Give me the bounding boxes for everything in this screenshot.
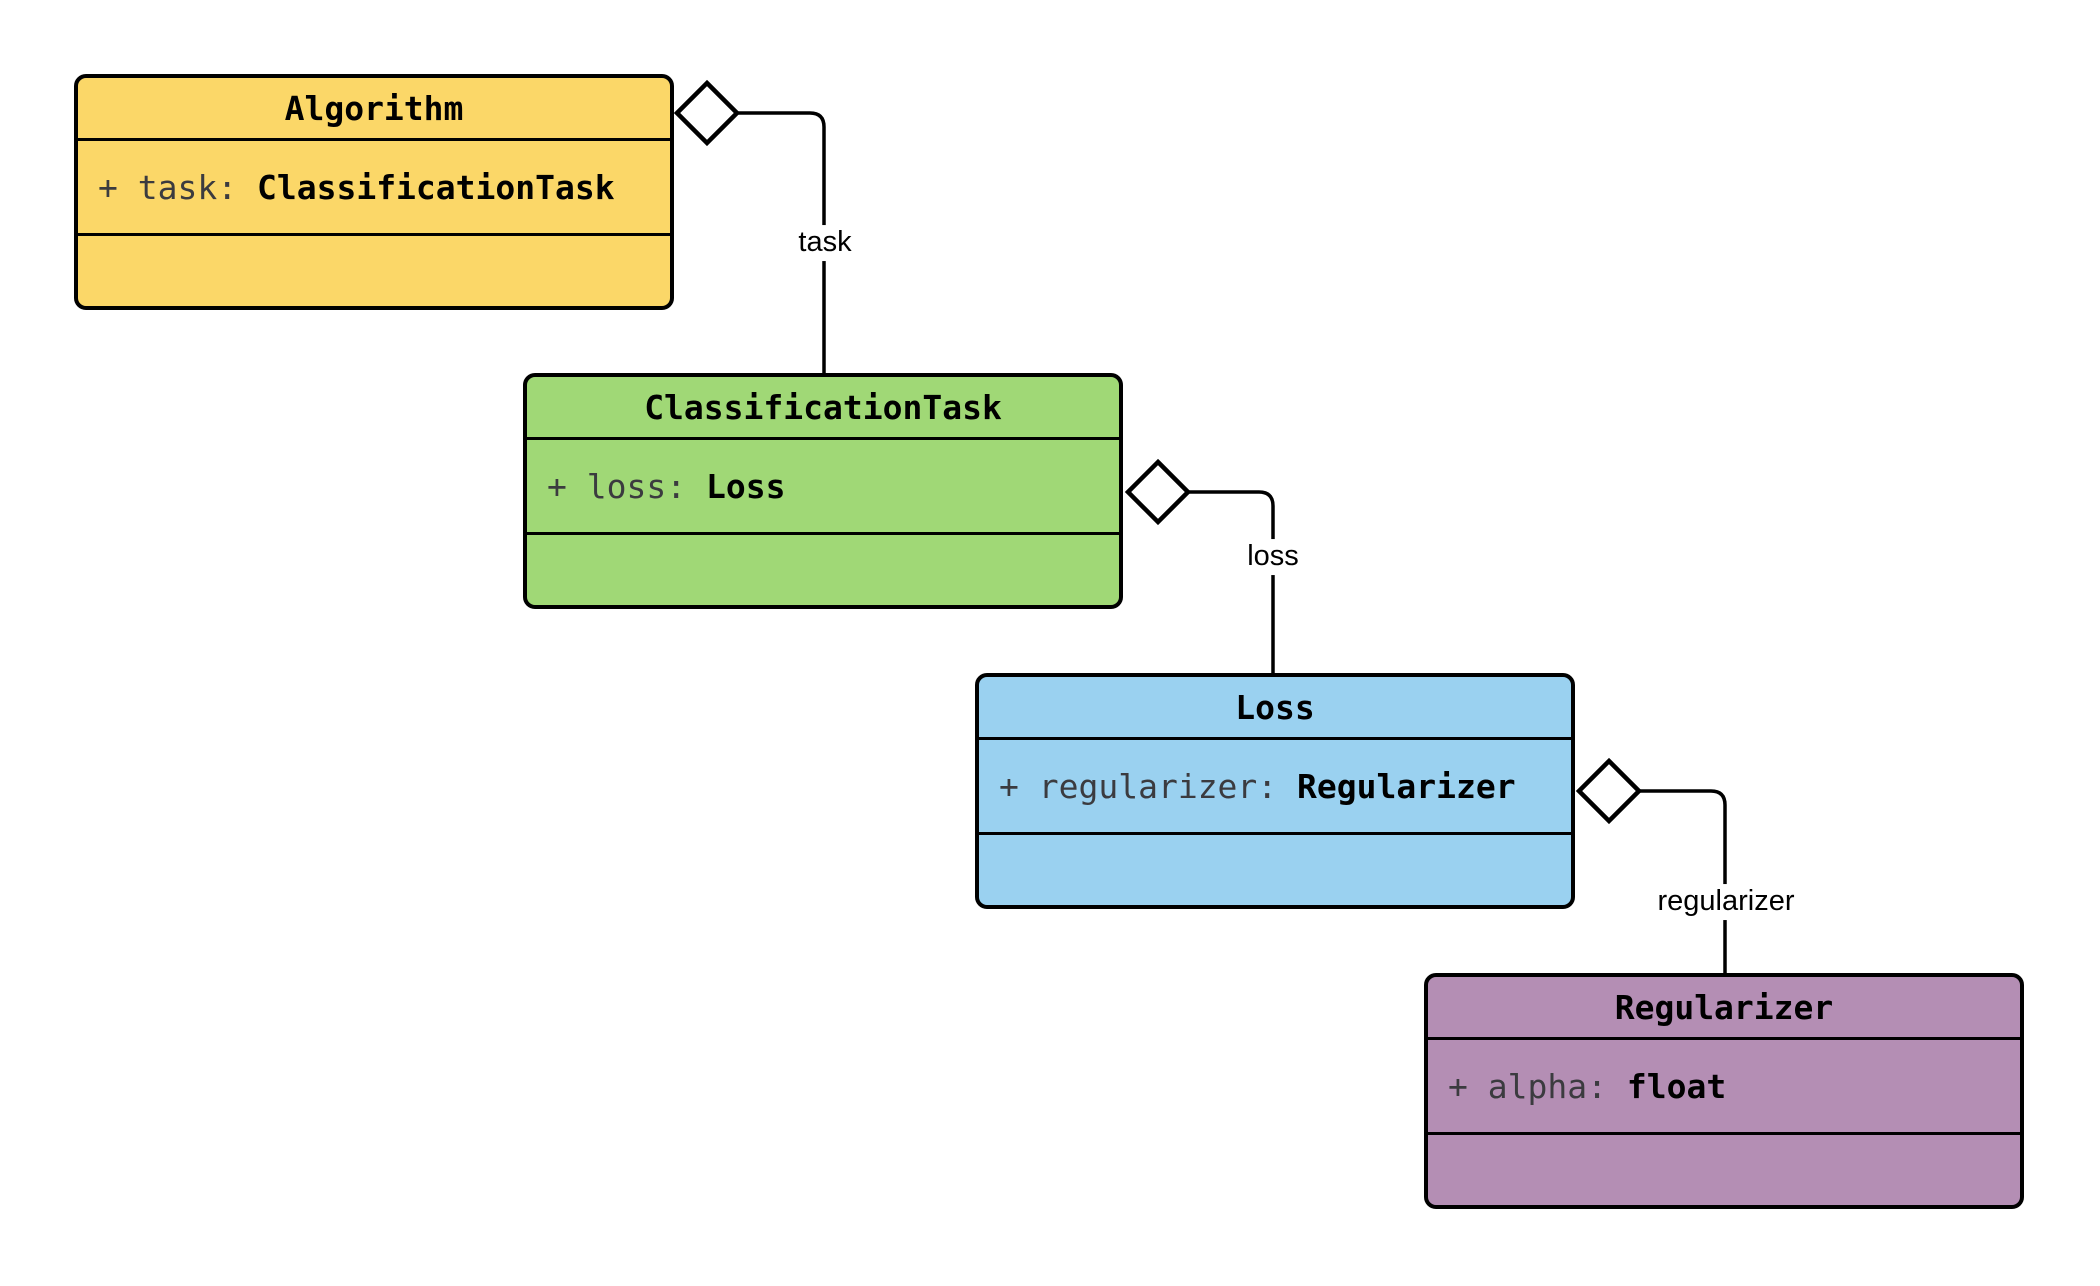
edge-label-loss: loss	[1239, 539, 1307, 575]
attribute-separator: :	[1257, 766, 1298, 806]
class-title: Loss	[979, 677, 1571, 740]
methods-row-empty	[979, 835, 1571, 905]
attribute-visibility: +	[98, 167, 138, 207]
attribute-separator: :	[666, 466, 706, 506]
methods-row-empty	[78, 236, 670, 306]
class-title: Algorithm	[78, 78, 670, 141]
methods-row-empty	[1428, 1135, 2020, 1205]
aggregation-diamond-icon	[1124, 458, 1192, 526]
class-title: Regularizer	[1428, 977, 2020, 1040]
attribute-separator: :	[217, 167, 257, 207]
class-box-loss: Loss + regularizer: Regularizer	[975, 673, 1575, 909]
attribute-type: float	[1626, 1066, 1727, 1106]
class-box-classificationtask: ClassificationTask + loss: Loss	[523, 373, 1123, 609]
edge-label-task: task	[790, 225, 860, 261]
aggregation-diamond-icon	[673, 79, 741, 147]
aggregation-edge-task	[737, 111, 826, 375]
methods-row-empty	[527, 535, 1119, 605]
aggregation-edge-regularizer	[1639, 789, 1727, 975]
attribute-row: + alpha: float	[1428, 1040, 2020, 1135]
aggregation-diamond-icon	[1575, 757, 1643, 825]
attribute-row: + task: ClassificationTask	[78, 141, 670, 236]
attribute-type: Loss	[705, 466, 786, 506]
attribute-visibility: +	[547, 466, 587, 506]
class-box-algorithm: Algorithm + task: ClassificationTask	[74, 74, 674, 310]
class-box-regularizer: Regularizer + alpha: float	[1424, 973, 2024, 1209]
attribute-type: ClassificationTask	[256, 167, 615, 207]
class-title: ClassificationTask	[527, 377, 1119, 440]
attribute-name: loss	[586, 466, 667, 506]
edge-label-regularizer: regularizer	[1649, 884, 1803, 920]
attribute-visibility: +	[1448, 1066, 1488, 1106]
attribute-row: + loss: Loss	[527, 440, 1119, 535]
attribute-separator: :	[1587, 1066, 1627, 1106]
attribute-name: regularizer	[1038, 766, 1258, 806]
attribute-type: Regularizer	[1297, 766, 1516, 806]
attribute-visibility: +	[999, 766, 1039, 806]
attribute-name: task	[137, 167, 218, 207]
attribute-row: + regularizer: Regularizer	[979, 740, 1571, 835]
aggregation-edge-loss	[1187, 490, 1275, 675]
attribute-name: alpha	[1487, 1066, 1588, 1106]
